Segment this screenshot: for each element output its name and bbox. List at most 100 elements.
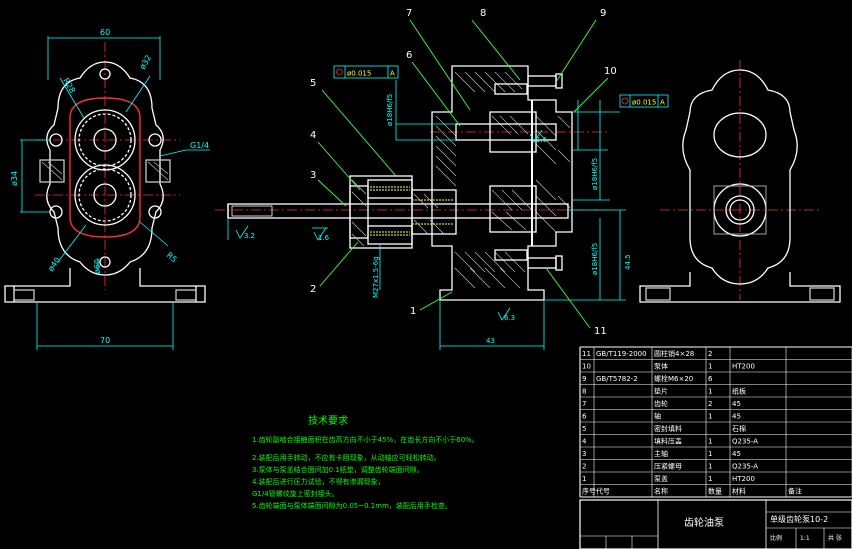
right-view [639,60,841,303]
table-cell: 石棉 [732,424,746,433]
fit-right-upper: ø18H6/f5 [591,158,599,190]
table-header-cell: 名称 [654,487,668,496]
table-cell: 2 [582,463,586,471]
dim-g14: G1/4 [190,141,209,150]
callout-1: 1 [410,306,416,317]
table-cell: GB/T119-2000 [596,350,647,358]
note-line-5: G1/4管螺纹旋上密封接头。 [252,489,339,498]
table-cell: 2 [708,350,712,358]
table-cell: 1 [708,388,712,396]
table-cell: 7 [582,400,586,408]
table-cell: 1 [582,475,586,483]
table-cell: 8 [582,388,586,396]
callout-9: 9 [600,8,606,19]
tolerance-ref-right: A [660,99,665,107]
scale-value: 1:1 [800,535,810,542]
table-cell: Q235-A [732,438,758,446]
table-cell: 泵体 [654,362,668,371]
tolerance-frame-top: ø0.015 A [333,65,399,79]
tolerance-value-top: ø0.015 [347,70,371,78]
table-cell: 10 [582,363,591,371]
table-header-cell: 材料 [732,487,746,496]
table-cell: 泵盖 [654,474,668,483]
note-line-2: 2.装配后用手转动，不应有卡阻现象，从动轴应可轻松转动。 [252,453,441,462]
table-cell: GB/T5782-2 [596,375,638,383]
table-cell: 纸板 [732,387,746,396]
dim-r32: ø32 [138,53,153,71]
fit-upper: ø18H6/f5 [386,94,394,126]
table-cell: 45 [732,450,741,458]
dim-center-distance: ø34 [10,171,19,186]
table-cell: 垫片 [654,387,668,396]
table-cell: 6 [708,375,713,383]
table-cell: 11 [582,350,591,358]
table-cell: 5 [582,425,586,433]
scale-label: 比例 [770,534,782,542]
table-cell: 填料压盖 [654,437,682,446]
roughness-3: 1.6 [536,136,548,144]
dim-height: 44.5 [624,254,632,270]
fit-right-lower: ø18H6/f5 [591,243,599,275]
note-line-4: 4.装配后进行压力试验，不得有渗漏现象， [252,477,385,486]
table-cell: 9 [582,375,586,383]
section-dim-text: ø18H6/f5 ø18H6/f5 ø18H6/f5 44.5 43 M27x1… [244,94,632,345]
table-cell: 45 [732,413,741,421]
table-cell: 圆柱销4×28 [654,349,694,358]
technical-notes: 技术要求 1.齿轮副啮合接触面积在齿高方向不小于45%，在齿长方向不小于60%。… [252,414,479,510]
left-view [4,42,206,303]
sheet-label: 共 张 [828,534,842,542]
table-cell: 4 [582,438,587,446]
table-cell: 1 [708,475,712,483]
table-cell: HT200 [732,475,755,483]
table-cell: 螺栓M6×20 [654,374,693,383]
table-cell: 压紧螺母 [654,462,682,471]
table-cell: Q235-A [732,463,758,471]
drawing-number: 单级齿轮泵10-2 [770,514,828,524]
table-header-cell: 数量 [708,487,722,496]
table-cell: 3 [582,450,586,458]
callout-5: 5 [310,78,316,89]
table-cell: 1 [708,438,712,446]
callout-2: 2 [310,284,316,295]
table-cell: 1 [708,463,712,471]
callout-6: 6 [406,50,412,61]
table-cell: 密封填料 [654,424,682,433]
callout-8: 8 [480,8,486,19]
note-line-1: 1.齿轮副啮合接触面积在齿高方向不小于45%，在齿长方向不小于60%。 [252,435,479,444]
dim-top-width: 60 [100,28,110,37]
tolerance-frame-right: ø0.015 A [619,94,669,108]
dim-r5: R5 [165,251,179,265]
table-header-cell: 代号 [596,487,610,496]
callout-4: 4 [310,130,316,141]
dim-depth: 43 [486,337,495,345]
table-cell: 1 [708,413,712,421]
tolerance-value-right: ø0.015 [632,99,656,107]
table-cell: 轴 [654,412,661,421]
roughness-1: 3.2 [244,232,255,240]
callout-7: 7 [406,8,412,19]
dim-phi60: ø60 [93,259,102,274]
table-cell: 6 [582,413,587,421]
notes-title: 技术要求 [308,414,348,427]
table-cell: 2 [708,400,712,408]
table-cell: 齿轮 [654,399,668,408]
callout-labels: 7 8 9 6 10 5 4 3 2 1 11 [310,8,617,337]
roughness-4: 6.3 [504,314,515,322]
roughness-symbols [235,129,543,321]
drawing-name: 齿轮油泵 [684,516,724,529]
table-cell: HT200 [732,363,755,371]
dim-bottom-width: 70 [100,336,110,345]
tolerance-ref-top: A [390,70,395,78]
table-cell: 45 [732,400,741,408]
callout-10: 10 [604,66,617,77]
callout-leaders [317,19,609,329]
table-cell: 1 [708,450,712,458]
table-header-cell: 备注 [788,487,802,496]
note-line-3: 3.泵体与泵盖结合面间加0.1纸垫，调整齿轮端面间隙。 [252,465,424,474]
table-cell: 主轴 [654,449,668,458]
title-block: 齿轮油泵 单级齿轮泵10-2 比例 1:1 共 张 [579,499,852,549]
note-line-6: 5.齿轮端面与泵体端面间隙为0.05~0.1mm，装配后用手检查。 [252,501,452,510]
